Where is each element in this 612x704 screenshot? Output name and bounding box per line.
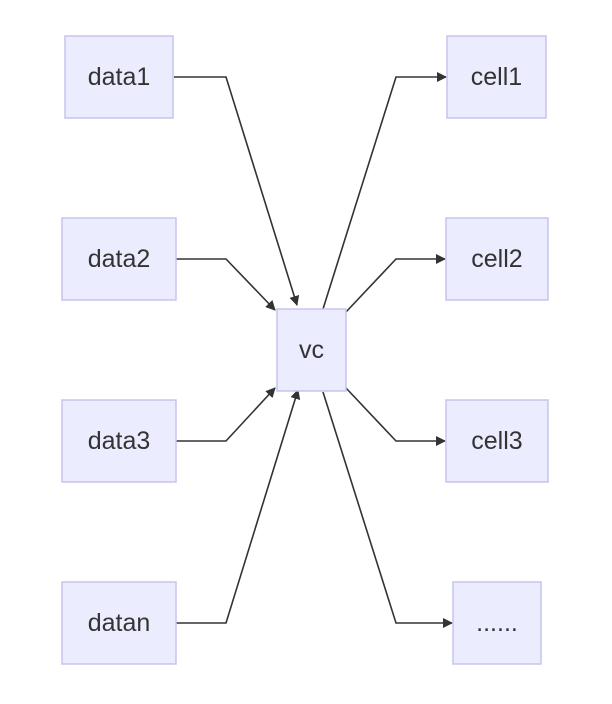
- edge-data2-to-vc: [176, 258, 276, 311]
- node-cell2-label: cell2: [471, 245, 522, 273]
- node-cell3: cell3: [445, 399, 549, 483]
- node-data2: data2: [61, 217, 177, 301]
- node-datan: datan: [61, 581, 177, 665]
- edge-datan-to-vc: [176, 389, 301, 624]
- node-data1: data1: [64, 35, 174, 119]
- edge-vc-to-cell1: [322, 72, 447, 310]
- node-vc-label: vc: [299, 336, 324, 364]
- edge-vc-to-more: [322, 391, 453, 628]
- node-cell1-label: cell1: [471, 63, 522, 91]
- node-data3: data3: [61, 399, 177, 483]
- edge-data3-to-vc: [176, 387, 276, 442]
- node-data3-label: data3: [88, 427, 151, 455]
- node-data2-label: data2: [88, 245, 151, 273]
- node-cell1: cell1: [446, 35, 547, 119]
- node-cell2: cell2: [445, 217, 549, 301]
- edge-vc-to-cell3: [345, 387, 446, 446]
- node-datan-label: datan: [88, 609, 151, 637]
- node-data1-label: data1: [88, 63, 151, 91]
- edge-vc-to-cell2: [345, 254, 446, 313]
- edge-data1-to-vc: [174, 76, 300, 306]
- node-vc: vc: [276, 308, 347, 392]
- node-more-label: ......: [476, 609, 518, 637]
- node-more: ......: [452, 581, 542, 665]
- node-cell3-label: cell3: [471, 427, 522, 455]
